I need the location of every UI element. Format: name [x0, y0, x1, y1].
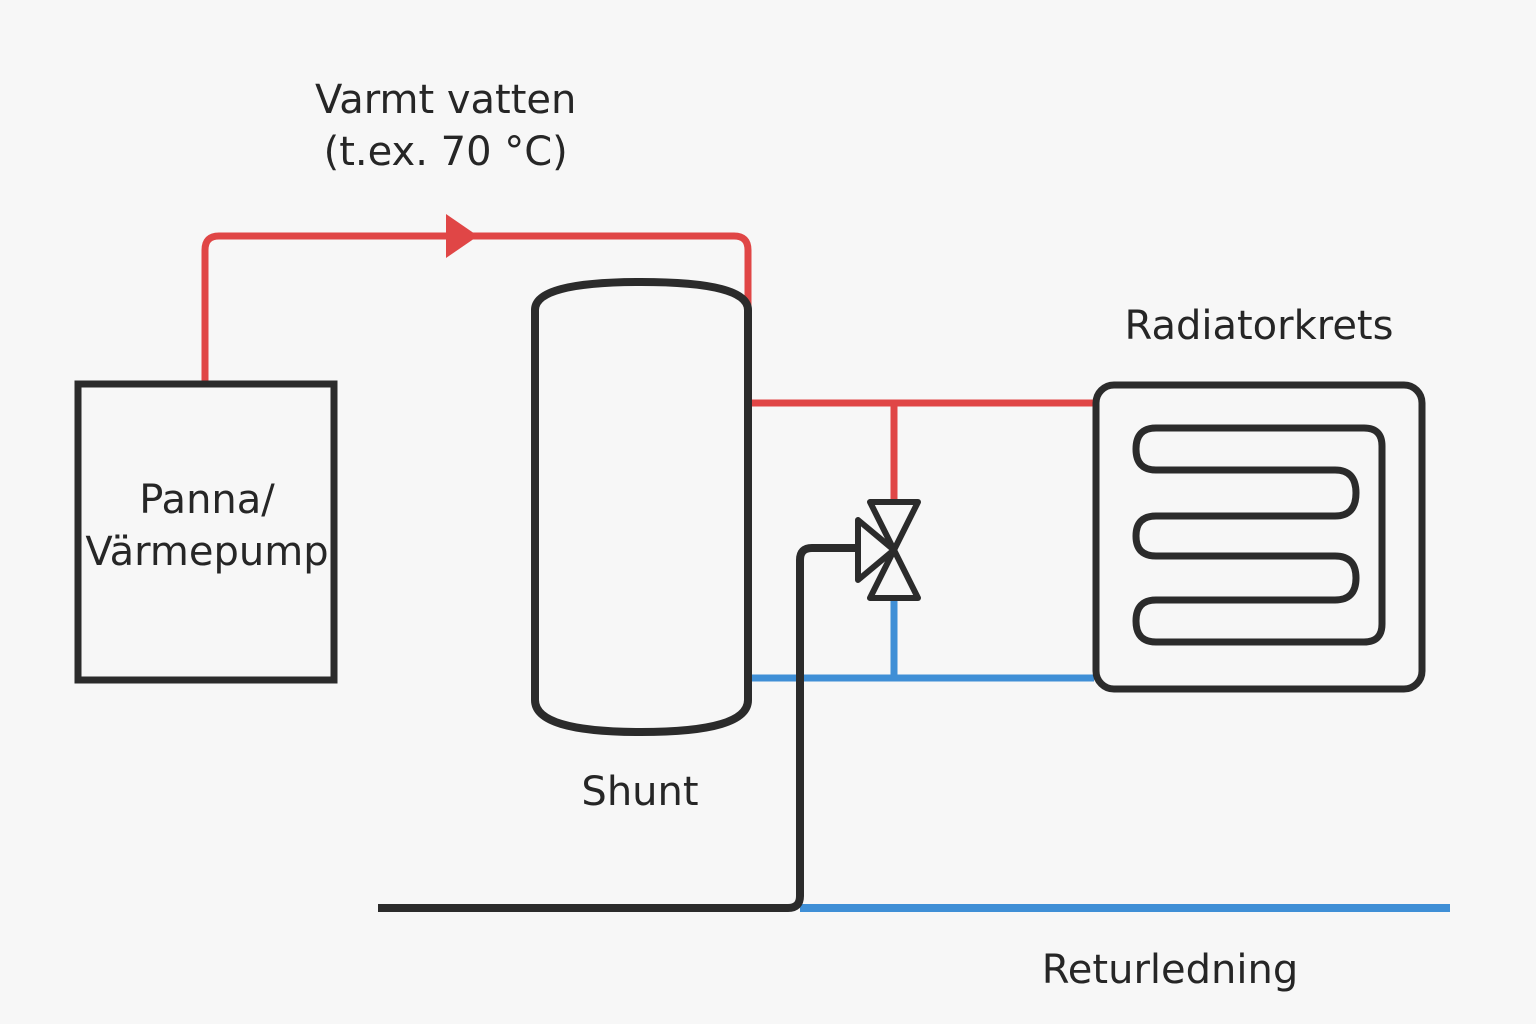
radiator-circuit-label: Radiatorkrets [1124, 303, 1394, 349]
shunt-label: Shunt [581, 769, 699, 815]
shunt-tank [531, 277, 752, 737]
arrow-right-icon [446, 214, 478, 258]
hot-water-label-line1: Varmt vatten [315, 77, 577, 123]
hot-water-label: Varmt vatten (t.ex. 70 °C) [315, 74, 576, 178]
hot-water-label-line2: (t.ex. 70 °C) [323, 129, 568, 175]
boiler-label-line1: Panna/ [139, 477, 275, 523]
boiler-label: Panna/ Värmepump [78, 474, 336, 578]
return-line-label: Returledning [1041, 947, 1299, 993]
three-way-valve-icon [855, 499, 921, 601]
radiator-coil-icon [1092, 381, 1426, 693]
control-line [378, 544, 858, 912]
boiler-label-line2: Värmepump [85, 529, 329, 575]
boiler-box [74, 380, 338, 684]
hot-supply-pipe [201, 232, 752, 382]
